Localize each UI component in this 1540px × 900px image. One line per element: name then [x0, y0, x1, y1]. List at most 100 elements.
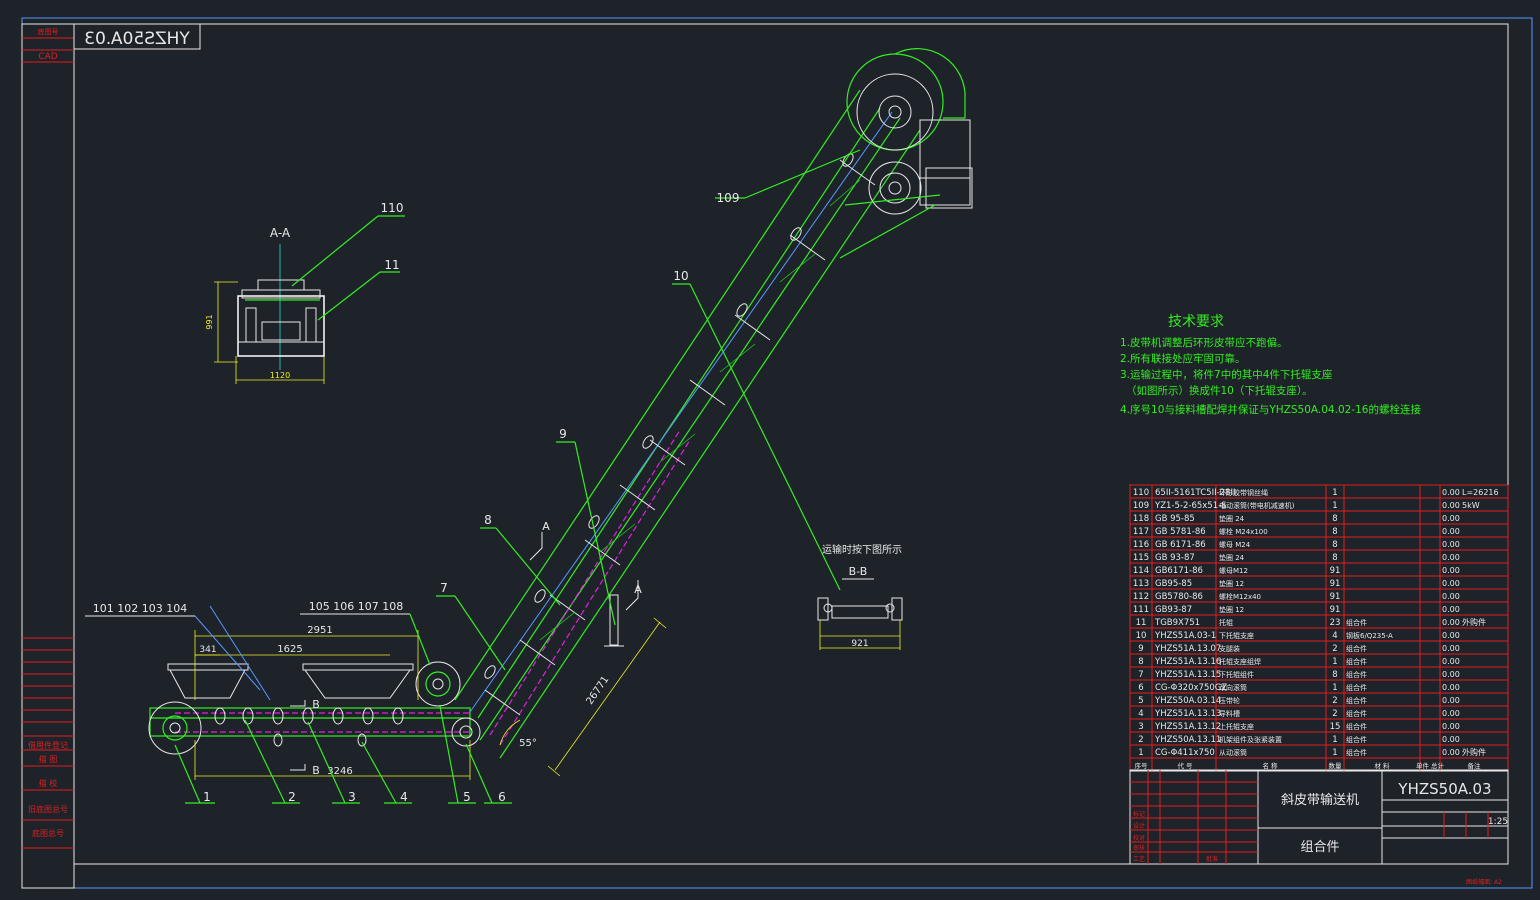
bom-cell-qty: 2 — [1332, 644, 1337, 654]
section-aa-view: A-A 991 1120 110 11 — [205, 201, 405, 384]
bom-cell-no: 2 — [1138, 735, 1143, 745]
title-product-name: 斜皮带输送机 — [1281, 792, 1359, 808]
tech-line-1: 1.皮带机调整后环形皮带应不跑偏。 — [1120, 336, 1288, 349]
bom-cell-w: 0.00 — [1442, 527, 1460, 536]
bom-cell-w: 0.00 — [1442, 748, 1460, 757]
bom-cell-w: 0.00 — [1442, 592, 1460, 601]
section-bb-dim-width: 921 — [851, 639, 868, 649]
callout-5: 5 — [463, 790, 471, 804]
strip-label-3: 描 图 — [39, 754, 58, 764]
title-scale: 1:25 — [1488, 817, 1508, 827]
bom-cell-qty: 8 — [1332, 527, 1337, 537]
callout-3: 3 — [348, 790, 356, 804]
bom-cell-no: 10 — [1136, 631, 1147, 641]
bom-cell-code: GB 5781-86 — [1155, 527, 1206, 537]
bom-cell-mat: 组合件 — [1346, 683, 1367, 692]
bom-cell-w: 0.00 — [1442, 579, 1460, 588]
bom-cell-qty: 8 — [1332, 553, 1337, 563]
strip-label-1: CAD — [38, 52, 57, 62]
bom-cell-w: 0.00 — [1442, 709, 1460, 718]
bom-cell-w: 0.00 — [1442, 696, 1460, 705]
bom-cell-qty: 91 — [1330, 579, 1341, 589]
title-row-label-2: 校对 — [1133, 834, 1145, 842]
bom-cell-name: 垫圈 24 — [1219, 514, 1245, 523]
bom-cell-no: 4 — [1138, 709, 1143, 719]
bom-cell-no: 9 — [1138, 644, 1143, 654]
callout-11: 11 — [384, 258, 399, 272]
bom-cell-name: 垫圈 12 — [1219, 605, 1244, 614]
title-row-label-1: 设计 — [1133, 822, 1145, 830]
bom-cell-no: 6 — [1138, 683, 1143, 693]
bom-cell-name: 螺母M12 — [1219, 566, 1248, 575]
bom-header-no: 序号 — [1135, 761, 1149, 770]
title-kind: 组合件 — [1300, 840, 1339, 855]
bom-cell-qty: 1 — [1332, 657, 1337, 667]
bom-cell-code: CG-Φ411x750 — [1155, 748, 1215, 758]
bom-cell-name: 螺栓 M24x100 — [1219, 527, 1268, 536]
bom-cell-code: YHZS50A.03.14 — [1154, 696, 1221, 706]
bom-cell-no: 5 — [1138, 696, 1143, 706]
tech-line-4: （如图所示）换成件10（下托辊支座）。 — [1126, 384, 1313, 397]
bom-cell-mat: 组合件 — [1346, 709, 1367, 718]
bom-cell-qty: 91 — [1330, 605, 1341, 615]
bom-cell-w: 0.00 — [1442, 735, 1460, 744]
bom-cell-qty: 1 — [1332, 748, 1337, 758]
title-row-label-5: 批准 — [1206, 855, 1218, 863]
bom-cell-qty: 2 — [1332, 709, 1337, 719]
bom-cell-mat: 组合件 — [1346, 657, 1367, 666]
bom-cell-name: 垫圈 24 — [1219, 553, 1245, 562]
bom-cell-mat: 钢板6/Q235-A — [1346, 631, 1393, 640]
bom-cell-no: 1 — [1138, 748, 1143, 758]
bom-cell-name: 托辊 — [1219, 618, 1233, 627]
bom-cell-w: 0.00 — [1442, 553, 1460, 562]
section-bb-note: 运输时按下图所示 — [822, 543, 902, 556]
bom-cell-qty: 91 — [1330, 566, 1341, 576]
bom-cell-code: YHZS50A.13.11 — [1154, 735, 1221, 745]
bom-header-note: 备注 — [1468, 761, 1482, 770]
tech-line-2: 2.所有联接处应牢固可靠。 — [1120, 352, 1246, 365]
bom-cell-w: 0.00 — [1442, 501, 1460, 510]
mirrored-code-text: YHZS50A.03 — [84, 29, 191, 49]
main-dimensions: 2951 1625 341 3246 26771 55° — [194, 617, 667, 780]
bom-cell-name: 下托辊组件 — [1219, 670, 1254, 679]
dim-angle: 55° — [519, 738, 537, 749]
bom-cell-mat: 组合件 — [1346, 735, 1367, 744]
callout-110: 110 — [381, 201, 404, 215]
bom-cell-w: 0.00 — [1442, 514, 1460, 523]
title-row-label-0: 标记 — [1133, 810, 1145, 818]
main-callouts: 109 10 9 8 7 101 102 103 104 105 106 107… — [85, 149, 861, 804]
bom-cell-mat: 组合件 — [1346, 748, 1367, 757]
drawing-frame — [21, 17, 1533, 889]
bom-cell-name: 导料槽 — [1219, 709, 1240, 718]
bom-cell-name: 压带轮 — [1219, 696, 1240, 705]
bom-cell-qty: 1 — [1332, 683, 1337, 693]
callout-group-left: 101 102 103 104 — [93, 602, 187, 615]
bom-cell-w: 0.00 — [1442, 644, 1460, 653]
tech-line-5: 4.序号10与接料槽配焊并保证与YHZS50A.04.02-16的螺栓连接 — [1120, 403, 1421, 416]
section-b-mark-upper: B — [312, 698, 320, 711]
bom-cell-code: GB 93-87 — [1155, 553, 1195, 563]
bom-cell-mat: 组合件 — [1346, 644, 1367, 653]
strip-label-4: 描 校 — [39, 778, 58, 788]
bom-cell-qty: 8 — [1332, 514, 1337, 524]
bom-cell-code: GB 6171-86 — [1155, 540, 1206, 550]
technical-requirements: 技术要求 1.皮带机调整后环形皮带应不跑偏。 2.所有联接处应牢固可靠。 3.运… — [1120, 314, 1421, 416]
bom-cell-qty: 8 — [1332, 670, 1337, 680]
bom-cell-note: 外购件 — [1462, 747, 1486, 757]
bom-cell-w: 0.00 — [1442, 540, 1460, 549]
callout-4: 4 — [400, 790, 408, 804]
bom-cell-name: 螺母 M24 — [1219, 540, 1251, 549]
bom-cell-code: YZ1-5-2-65x51-S — [1154, 501, 1227, 511]
bom-cell-note: 外购件 — [1462, 617, 1486, 627]
callout-6: 6 — [498, 790, 506, 804]
bom-cell-w: 0.00 — [1442, 683, 1460, 692]
bom-cell-code: YHZS51A.13.16 — [1154, 657, 1221, 667]
bom-cell-no: 7 — [1138, 670, 1143, 680]
bom-cell-no: 117 — [1133, 527, 1149, 537]
mirrored-code-box: YHZS50A.03 — [73, 23, 201, 50]
bom-cell-code: GB95-85 — [1155, 579, 1192, 589]
bom-cell-name: 托辊支座组焊 — [1219, 657, 1261, 666]
bom-cell-code: CG-Φ320x750GZ — [1155, 683, 1227, 693]
bom-cell-code: YHZS51A.03-1 — [1154, 631, 1216, 641]
